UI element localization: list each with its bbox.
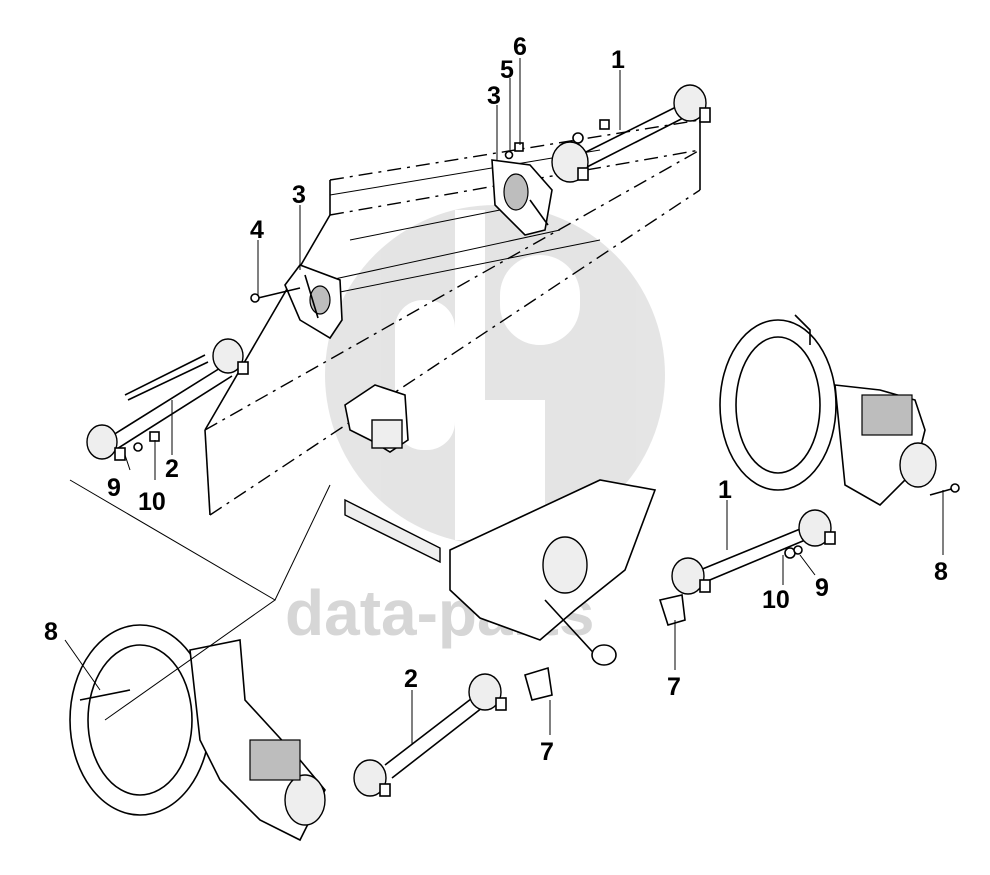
part-label-5: 5 <box>500 56 514 84</box>
part-label-4: 4 <box>250 216 264 244</box>
part-label-9-left: 9 <box>107 474 121 502</box>
part-label-10-right: 10 <box>762 586 790 614</box>
clamp-bracket-7-right <box>658 594 686 626</box>
axle-housing-upper-right <box>719 314 937 506</box>
part-label-9-right: 9 <box>815 574 829 602</box>
frame-bracket-middle <box>284 264 343 340</box>
torque-rod-upper-left <box>86 338 249 461</box>
torque-rod-lower-right <box>671 483 960 595</box>
washer-and-nut-top <box>504 142 524 160</box>
center-trunnion-bracket <box>344 479 657 666</box>
part-label-8-left: 8 <box>44 618 58 646</box>
connector-lines <box>69 479 331 721</box>
part-label-7-right: 7 <box>667 673 681 701</box>
part-label-8-right: 8 <box>934 558 948 586</box>
leader-lines <box>64 58 944 745</box>
frame-bracket-upper <box>491 159 553 236</box>
torque-rod-lower-left <box>353 673 507 797</box>
part-label-1-lower: 1 <box>718 476 732 504</box>
part-label-6: 6 <box>513 33 527 61</box>
clamp-bracket-7-left <box>524 666 553 701</box>
part-label-10-left: 10 <box>138 488 166 516</box>
bolt-4 <box>250 287 301 303</box>
part-label-2-top: 2 <box>165 455 179 483</box>
torque-rod-upper-right <box>551 84 711 183</box>
watermark-logo <box>325 205 665 550</box>
part-label-7-left: 7 <box>540 738 554 766</box>
center-mount-block <box>344 384 409 453</box>
axle-housing-lower-left <box>69 624 326 842</box>
part-label-2-lower: 2 <box>404 665 418 693</box>
part-label-1-top: 1 <box>611 46 625 74</box>
part-label-3-middle: 3 <box>292 181 306 209</box>
part-label-3-top: 3 <box>487 82 501 110</box>
part-labels: 1 6 5 3 3 4 2 9 10 1 8 10 9 8 2 7 7 <box>44 33 948 766</box>
